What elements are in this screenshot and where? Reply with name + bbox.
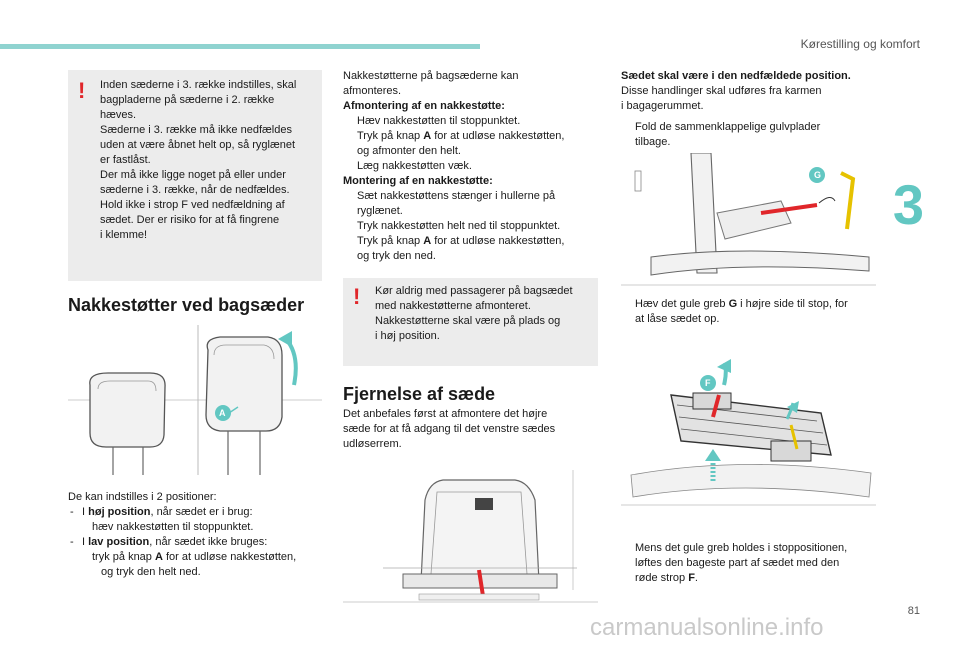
step-fold-floor: Fold de sammenklappelige gulvplader tilb… [621,120,891,150]
paragraph: afmonteres. [343,85,402,97]
warning-text: Sæderne i 3. række må ikke nedfældes [100,124,292,136]
warning-text: i klemme! [100,229,148,241]
callout-label-a: A [219,408,226,418]
warning-text: Nakkestøtterne skal være på plads og [375,315,561,327]
step-item-cont: at låse sædet op. [635,313,720,325]
warning-text: sædet. Der er risiko for at få fingrene [100,214,280,226]
headrest-illustration: A [68,325,322,475]
seat-position-text: Sædet skal være i den nedfældede positio… [621,69,891,114]
warning-text: Inden sæderne i 3. række indstilles, ska… [100,79,297,91]
subheading-remove: Afmontering af en nakkestøtte: [343,100,505,112]
list-subitem: tryk på knap A for at udløse nakkestøtte… [92,551,297,563]
warning-text: bagpladerne på sæderne i 2. række [100,94,275,106]
paragraph: Det anbefales først at afmontere det høj… [343,408,548,420]
step-item-cont: røde strop F. [635,572,698,584]
warning-text: Kør aldrig med passagerer på bagsædet [375,285,573,297]
paragraph: Nakkestøtterne på bagsæderne kan [343,70,519,82]
list-item: -I lav position, når sædet ikke bruges: [70,536,268,548]
step-item: Læg nakkestøtten væk. [357,160,472,172]
step-item: Sæt nakkestøttens stænger i hullerne på [357,190,556,202]
step-item-cont: løftes den bageste part af sædet med den [635,557,840,569]
intro-text: De kan indstilles i 2 positioner: [68,491,217,503]
step-item-cont: og tryk den ned. [357,250,436,262]
paragraph: i bagagerummet. [621,100,704,112]
warning-text: med nakkestøtterne afmonteret. [375,300,531,312]
header-accent-bar [0,44,480,49]
lever-g-illustration: G [621,153,876,288]
headrest-removal-text: Nakkestøtterne på bagsæderne kan afmonte… [343,69,605,264]
list-subitem: hæv nakkestøtten til stoppunktet. [92,521,254,533]
step-item: Hæv nakkestøtten til stoppunktet. [357,115,521,127]
step-lift-seat: Mens det gule greb holdes i stopposition… [621,541,891,586]
page-header-title: Kørestilling og komfort [800,37,920,51]
list-subitem-cont: og tryk den helt ned. [101,566,201,578]
page-number: 81 [907,605,920,617]
warning-box-headrests: ! Kør aldrig med passagerer på bagsædet … [343,278,598,366]
warning-text: Der må ikke ligge noget på eller under [100,169,286,181]
warning-text: sæderne i 3. række, når de nedfældes. [100,184,290,196]
step-item: Hæv det gule greb G i højre side til sto… [635,298,848,310]
step-item-cont: og afmonter den helt. [357,145,461,157]
chapter-number: 3 [892,173,924,236]
callout-label-f: F [705,378,711,388]
watermark: carmanualsonline.info [590,614,824,641]
step-item: Tryk på knap A for at udløse nakkestøtte… [357,130,565,142]
step-item: Tryk på knap A for at udløse nakkestøtte… [357,235,565,247]
warning-text: hæves. [100,109,137,121]
callout-label-g: G [814,170,822,180]
paragraph: sæde for at få adgang til det venstre sæ… [343,423,556,435]
paragraph: Disse handlinger skal udføres fra karmen [621,85,822,97]
step-item: Tryk nakkestøtten helt ned til stoppunkt… [357,220,561,232]
seat-topview-illustration [343,470,598,605]
section-heading-seat-removal: Fjernelse af sæde [343,384,496,404]
warning-box-seats: ! Inden sæderne i 3. række indstilles, s… [68,70,322,281]
section-heading-headrests: Nakkestøtter ved bagsæder [68,295,305,315]
headrest-positions-text: De kan indstilles i 2 positioner: -I høj… [68,490,328,580]
warning-text: uden at være åbnet helt op, så ryglænet [100,139,296,151]
strap-f-illustration: F [621,355,876,515]
subheading-mount: Montering af en nakkestøtte: [343,175,493,187]
seat-removal-intro: Det anbefales først at afmontere det høj… [343,407,605,452]
paragraph-bold: Sædet skal være i den nedfældede positio… [621,70,851,82]
warning-icon: ! [78,78,86,103]
step-item: Fold de sammenklappelige gulvplader [635,121,821,133]
step-item: Mens det gule greb holdes i stopposition… [635,542,848,554]
step-item-cont: ryglænet. [357,205,403,217]
warning-icon: ! [353,284,361,309]
warning-text: er fastlåst. [100,154,151,166]
warning-text: Hold ikke i strop F ved nedfældning af [100,199,285,211]
list-item: -I høj position, når sædet er i brug: [70,506,253,518]
paragraph: udløserrem. [343,438,402,450]
warning-text: i høj position. [375,330,440,342]
step-item-cont: tilbage. [635,136,671,148]
step-raise-lever: Hæv det gule greb G i højre side til sto… [621,297,891,327]
